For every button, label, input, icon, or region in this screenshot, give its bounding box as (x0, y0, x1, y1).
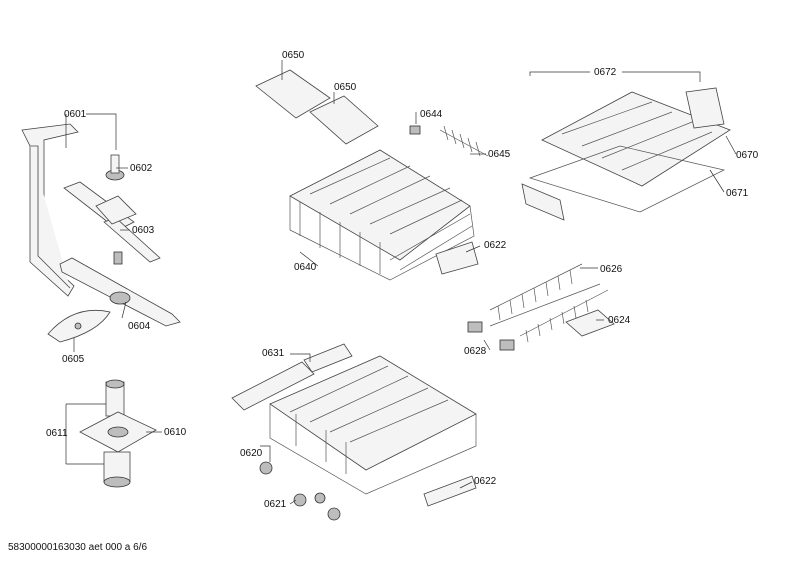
part-label-0602: 0602 (130, 163, 153, 174)
part-label-0671: 0671 (726, 188, 749, 199)
part-label-0650-lower: 0650 (334, 82, 357, 93)
part-label-0620: 0620 (240, 448, 263, 459)
part-label-0650-upper: 0650 (282, 50, 305, 61)
leader-lines (65, 60, 737, 505)
part-label-0626: 0626 (600, 264, 623, 275)
part-label-0631: 0631 (262, 348, 285, 359)
part-labels: 0650 0650 0672 0601 0602 0644 0645 0670 … (46, 50, 759, 510)
part-label-0610: 0610 (164, 427, 187, 438)
part-label-0603: 0603 (132, 225, 155, 236)
part-label-0624: 0624 (608, 315, 631, 326)
cutlery-tray-illustration (521, 87, 731, 221)
dish-rack-inserts-illustration (467, 263, 615, 351)
part-label-0601: 0601 (64, 109, 87, 120)
filter-illustration (79, 379, 157, 488)
spray-arm-assembly-illustration (21, 123, 181, 343)
part-label-0670: 0670 (736, 150, 759, 161)
part-label-0611: 0611 (46, 428, 68, 439)
part-label-0622-lower: 0622 (474, 476, 497, 487)
part-label-0622-upper: 0622 (484, 240, 507, 251)
part-label-0628: 0628 (464, 346, 487, 357)
document-reference: 58300000163030 aet 000 a 6/6 (8, 542, 148, 553)
part-label-0645: 0645 (488, 149, 511, 160)
part-label-0621: 0621 (264, 499, 287, 510)
lower-basket-illustration (231, 343, 477, 521)
part-label-0605: 0605 (62, 354, 85, 365)
part-label-0640: 0640 (294, 262, 317, 273)
part-label-0644: 0644 (420, 109, 443, 120)
part-label-0604: 0604 (128, 321, 151, 332)
part-label-0672: 0672 (594, 67, 617, 78)
upper-basket-illustration (255, 69, 489, 281)
